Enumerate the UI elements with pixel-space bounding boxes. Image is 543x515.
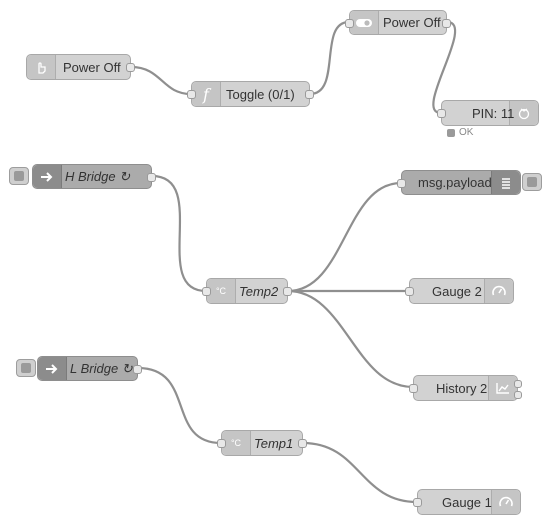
output-port-2[interactable] bbox=[514, 391, 522, 399]
output-port[interactable] bbox=[147, 173, 156, 182]
temp2-node[interactable]: °C Temp2 bbox=[202, 278, 292, 304]
hbridge-node-label: H Bridge ↻ bbox=[65, 168, 131, 184]
input-port[interactable] bbox=[187, 90, 196, 99]
output-port[interactable] bbox=[283, 287, 292, 296]
switch-node-label: Power Off bbox=[383, 15, 441, 30]
hbridge-inject-button[interactable] bbox=[9, 167, 29, 185]
input-port[interactable] bbox=[413, 498, 422, 507]
input-port[interactable] bbox=[345, 19, 354, 28]
output-port[interactable] bbox=[305, 90, 314, 99]
output-port[interactable] bbox=[126, 63, 135, 72]
lbridge-node-label: L Bridge ↻ bbox=[70, 360, 133, 376]
arrow-right-icon bbox=[33, 165, 62, 188]
input-port[interactable] bbox=[202, 287, 211, 296]
temp2-node-label: Temp2 bbox=[239, 283, 279, 299]
raspberry-pi-icon bbox=[509, 101, 538, 125]
celsius-icon: °C bbox=[222, 431, 251, 455]
output-port-1[interactable] bbox=[514, 380, 522, 388]
gauge1-node[interactable]: Gauge 1 bbox=[413, 489, 521, 515]
debug-node-label: msg.payload bbox=[418, 175, 492, 190]
temp1-node[interactable]: °C Temp1 bbox=[217, 430, 307, 456]
wire-switch-to-pin[interactable] bbox=[432, 20, 457, 115]
hand-pointer-icon bbox=[27, 55, 56, 79]
rpi-gpio-node-pin-11[interactable]: PIN: 11 bbox=[437, 100, 539, 126]
gauge2-node-label: Gauge 2 bbox=[432, 283, 482, 299]
gauge-icon bbox=[484, 279, 513, 303]
pin-node-label: PIN: 11 bbox=[472, 105, 515, 121]
wire-lbridge-to-temp1[interactable] bbox=[137, 366, 222, 445]
inject-node-label: Power Off bbox=[63, 59, 121, 75]
input-port[interactable] bbox=[437, 109, 446, 118]
history2-node-label: History 2 bbox=[436, 380, 488, 396]
temp1-node-label: Temp1 bbox=[254, 435, 294, 451]
wire-temp2-to-debug[interactable] bbox=[287, 181, 402, 293]
output-port[interactable] bbox=[133, 365, 142, 374]
pin-node-status: OK bbox=[447, 127, 473, 138]
status-dot bbox=[447, 128, 455, 137]
list-icon bbox=[491, 171, 520, 194]
gauge-icon bbox=[491, 490, 520, 514]
input-port[interactable] bbox=[217, 439, 226, 448]
debug-node-msg-payload[interactable]: msg.payload bbox=[397, 170, 521, 195]
wire-temp2-to-history2[interactable] bbox=[287, 289, 414, 389]
celsius-icon: °C bbox=[207, 279, 236, 303]
wire-toggle-to-switch[interactable] bbox=[309, 20, 350, 96]
switch-node-power-off[interactable]: Power Off bbox=[345, 10, 451, 35]
input-port[interactable] bbox=[397, 179, 406, 188]
wire-hbridge-to-temp2[interactable] bbox=[151, 174, 207, 293]
wire-temp1-to-gauge1[interactable] bbox=[302, 441, 418, 504]
line-chart-icon bbox=[488, 376, 517, 400]
inject-node-power-off[interactable]: Power Off bbox=[26, 54, 135, 80]
pin-status-text: OK bbox=[459, 127, 474, 138]
debug-toggle-button[interactable] bbox=[522, 173, 542, 191]
function-node-label: Toggle (0/1) bbox=[226, 86, 295, 102]
arrow-right-icon bbox=[38, 357, 67, 380]
toggle-switch-icon bbox=[350, 11, 379, 34]
input-port[interactable] bbox=[405, 287, 414, 296]
lbridge-node[interactable]: L Bridge ↻ bbox=[37, 356, 142, 381]
hbridge-node[interactable]: H Bridge ↻ bbox=[32, 164, 156, 189]
function-icon: f bbox=[192, 82, 221, 106]
gauge2-node[interactable]: Gauge 2 bbox=[405, 278, 514, 304]
lbridge-inject-button[interactable] bbox=[16, 359, 36, 377]
input-port[interactable] bbox=[409, 384, 418, 393]
output-port[interactable] bbox=[298, 439, 307, 448]
output-port[interactable] bbox=[442, 19, 451, 28]
history2-node[interactable]: History 2 bbox=[409, 375, 522, 401]
wire-inject-to-toggle[interactable] bbox=[130, 65, 192, 96]
function-node-toggle[interactable]: f Toggle (0/1) bbox=[187, 81, 314, 107]
gauge1-node-label: Gauge 1 bbox=[442, 494, 492, 510]
